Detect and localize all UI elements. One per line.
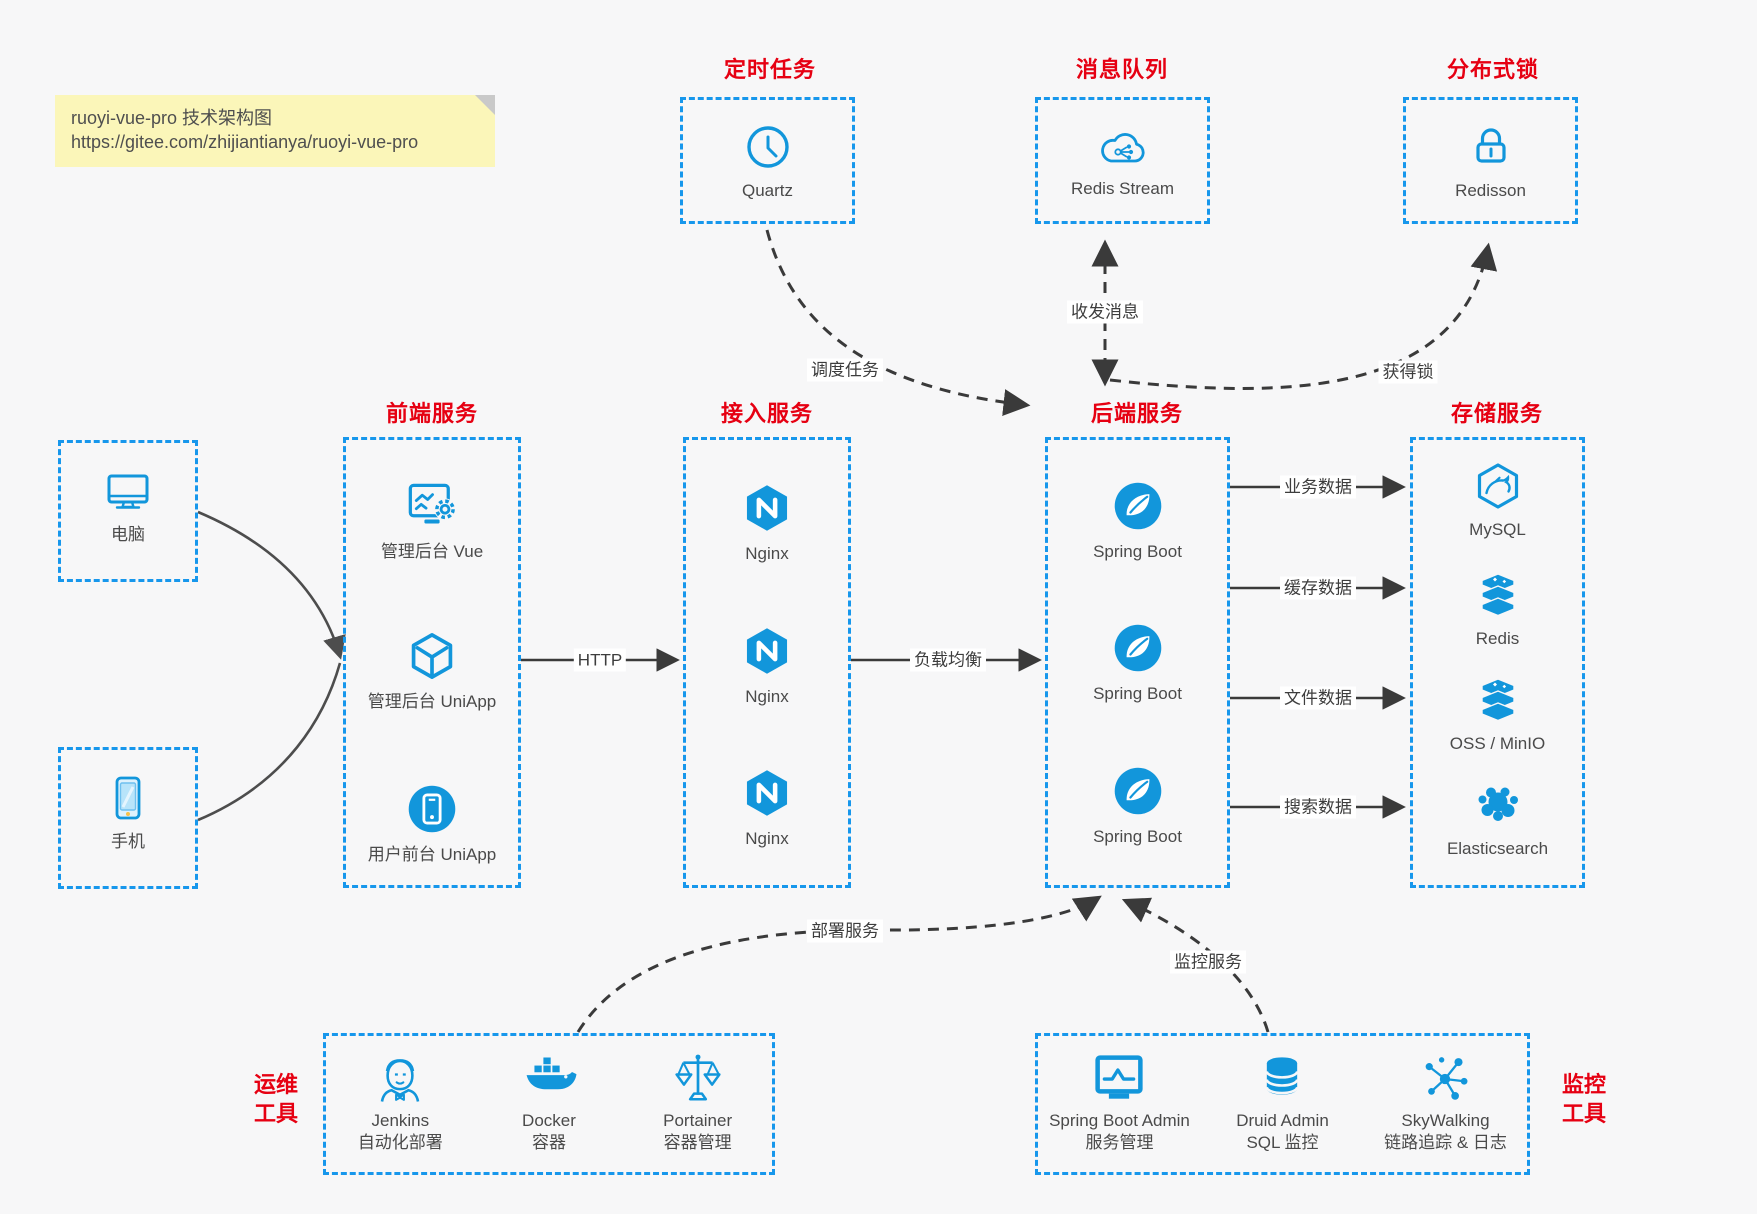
- jenkins-icon: [381, 1059, 420, 1102]
- mobile-icon: [115, 776, 141, 820]
- edge-phone-frontend: [197, 662, 342, 822]
- spring-boot-icon: [1114, 624, 1161, 672]
- group-storage: MySQL Redis OSS / MinIO: [1410, 437, 1585, 888]
- node-desc: 服务管理: [1085, 1133, 1154, 1152]
- node-desc: SQL 监控: [1246, 1133, 1319, 1152]
- node-label: Druid Admin: [1236, 1111, 1329, 1130]
- group-title-monitor-tools: 监控 工具: [1561, 1072, 1606, 1126]
- node-label: 管理后台 UniApp: [367, 692, 497, 711]
- node-redisson: Redisson: [1403, 97, 1578, 224]
- redis-stack-icon: [1480, 573, 1515, 617]
- edge-label-schedule-task: 调度任务: [807, 358, 883, 382]
- edge-label-load-balance: 负载均衡: [910, 648, 986, 672]
- sticky-note: ruoyi-vue-pro 技术架构图 https://gitee.com/zh…: [55, 95, 495, 167]
- group-backend: Spring Boot Spring Boot Spring Boot: [1045, 437, 1230, 888]
- node-label: Redisson: [1455, 181, 1526, 200]
- note-title: ruoyi-vue-pro 技术架构图: [71, 108, 273, 128]
- node-portainer: Portainer 容器管理: [623, 1048, 772, 1154]
- cloud-stream-icon: [1100, 133, 1145, 163]
- nginx-icon: [746, 485, 788, 531]
- node-label: Spring Boot Admin: [1049, 1111, 1190, 1130]
- edge-label-search-data: 搜索数据: [1280, 795, 1356, 819]
- node-label: Nginx: [745, 687, 789, 706]
- user-app-icon: [408, 785, 456, 833]
- group-title-storage: 存储服务: [1450, 401, 1544, 426]
- docker-icon: [526, 1057, 577, 1090]
- group-monitor-tools: Spring Boot Admin 服务管理 Druid Admin SQL 监…: [1035, 1033, 1530, 1175]
- node-computer: 电脑: [58, 440, 198, 582]
- database-icon: [1266, 1057, 1299, 1095]
- node-label: Docker: [522, 1111, 576, 1130]
- edge-label-http: HTTP: [573, 648, 627, 672]
- group-frontend: 管理后台 Vue 管理后台 UniApp 用户前台 UniApp: [343, 437, 521, 888]
- group-title-ops-tools: 运维 工具: [253, 1072, 298, 1126]
- node-label: Spring Boot: [1093, 684, 1182, 703]
- node-desc: 链路追踪 & 日志: [1384, 1133, 1507, 1152]
- node-redis-stream: Redis Stream: [1035, 97, 1210, 224]
- node-label: Quartz: [741, 181, 794, 200]
- group-title-frontend: 前端服务: [385, 401, 479, 426]
- group-ops-tools: Jenkins 自动化部署 Docker 容器: [323, 1033, 775, 1175]
- clock-icon: [746, 126, 789, 168]
- scales-icon: [675, 1054, 721, 1101]
- cube-icon: [411, 633, 453, 679]
- edge-label-business-data: 业务数据: [1280, 475, 1356, 499]
- edge-label-acquire-lock: 获得锁: [1378, 360, 1438, 384]
- node-docker: Docker 容器: [475, 1048, 624, 1154]
- spring-boot-icon: [1114, 482, 1161, 530]
- node-label: Elasticsearch: [1446, 839, 1549, 858]
- lock-icon: [1475, 128, 1506, 163]
- node-label: MySQL: [1469, 520, 1526, 539]
- desktop-icon: [107, 474, 149, 509]
- edge-label-cache-data: 缓存数据: [1280, 576, 1356, 600]
- edge-label-monitor-service: 监控服务: [1170, 950, 1246, 974]
- node-jenkins: Jenkins 自动化部署: [326, 1048, 475, 1154]
- node-phone: 手机: [58, 747, 198, 889]
- node-label: Redis Stream: [1071, 179, 1174, 198]
- node-label: Redis: [1475, 629, 1520, 648]
- node-label: SkyWalking: [1401, 1111, 1490, 1130]
- group-title-distributed-lock: 分布式锁: [1446, 57, 1540, 82]
- node-desc: 容器管理: [663, 1133, 732, 1152]
- node-spring-boot-admin: Spring Boot Admin 服务管理: [1038, 1048, 1201, 1154]
- node-label: OSS / MinIO: [1449, 734, 1546, 753]
- node-desc: 自动化部署: [357, 1133, 443, 1152]
- group-title-message-queue: 消息队列: [1075, 57, 1169, 82]
- edge-schedule-task: [765, 229, 1031, 416]
- node-label: Nginx: [745, 829, 789, 848]
- spring-boot-icon: [1114, 767, 1161, 815]
- note-url: https://gitee.com/zhijiantianya/ruoyi-vu…: [71, 132, 419, 152]
- node-label: 电脑: [111, 525, 145, 544]
- node-label: 用户前台 UniApp: [367, 845, 497, 864]
- node-label: Spring Boot: [1093, 542, 1182, 561]
- node-label: 管理后台 Vue: [380, 542, 484, 561]
- nginx-icon: [746, 628, 788, 674]
- node-skywalking: SkyWalking 链路追踪 & 日志: [1364, 1048, 1527, 1154]
- oss-stack-icon: [1480, 678, 1515, 722]
- note-fold-icon: [475, 95, 495, 115]
- node-desc: 容器: [531, 1133, 566, 1152]
- network-graph-icon: [1426, 1057, 1468, 1100]
- edge-computer-frontend: [197, 510, 346, 660]
- node-label: Spring Boot: [1093, 827, 1182, 846]
- nginx-icon: [746, 770, 788, 816]
- edge-label-deploy-service: 部署服务: [807, 919, 883, 943]
- edge-deploy-service: [576, 895, 1102, 1033]
- node-label: Nginx: [745, 544, 789, 563]
- node-quartz: Quartz: [680, 97, 855, 224]
- group-title-access: 接入服务: [720, 401, 814, 426]
- node-label: Portainer: [663, 1111, 733, 1130]
- group-title-backend: 后端服务: [1090, 401, 1184, 426]
- elasticsearch-icon: [1478, 787, 1518, 821]
- edge-label-file-data: 文件数据: [1280, 686, 1356, 710]
- node-label: Jenkins: [371, 1111, 430, 1130]
- mysql-icon: [1477, 463, 1518, 509]
- node-druid-admin: Druid Admin SQL 监控: [1201, 1048, 1364, 1154]
- node-label: 手机: [111, 832, 145, 851]
- group-title-scheduled-task: 定时任务: [723, 57, 817, 82]
- edge-label-message: 收发消息: [1067, 300, 1143, 324]
- group-access: Nginx Nginx Nginx: [683, 437, 851, 888]
- monitor-chart-icon: [1095, 1055, 1144, 1099]
- admin-vue-icon: [408, 483, 456, 524]
